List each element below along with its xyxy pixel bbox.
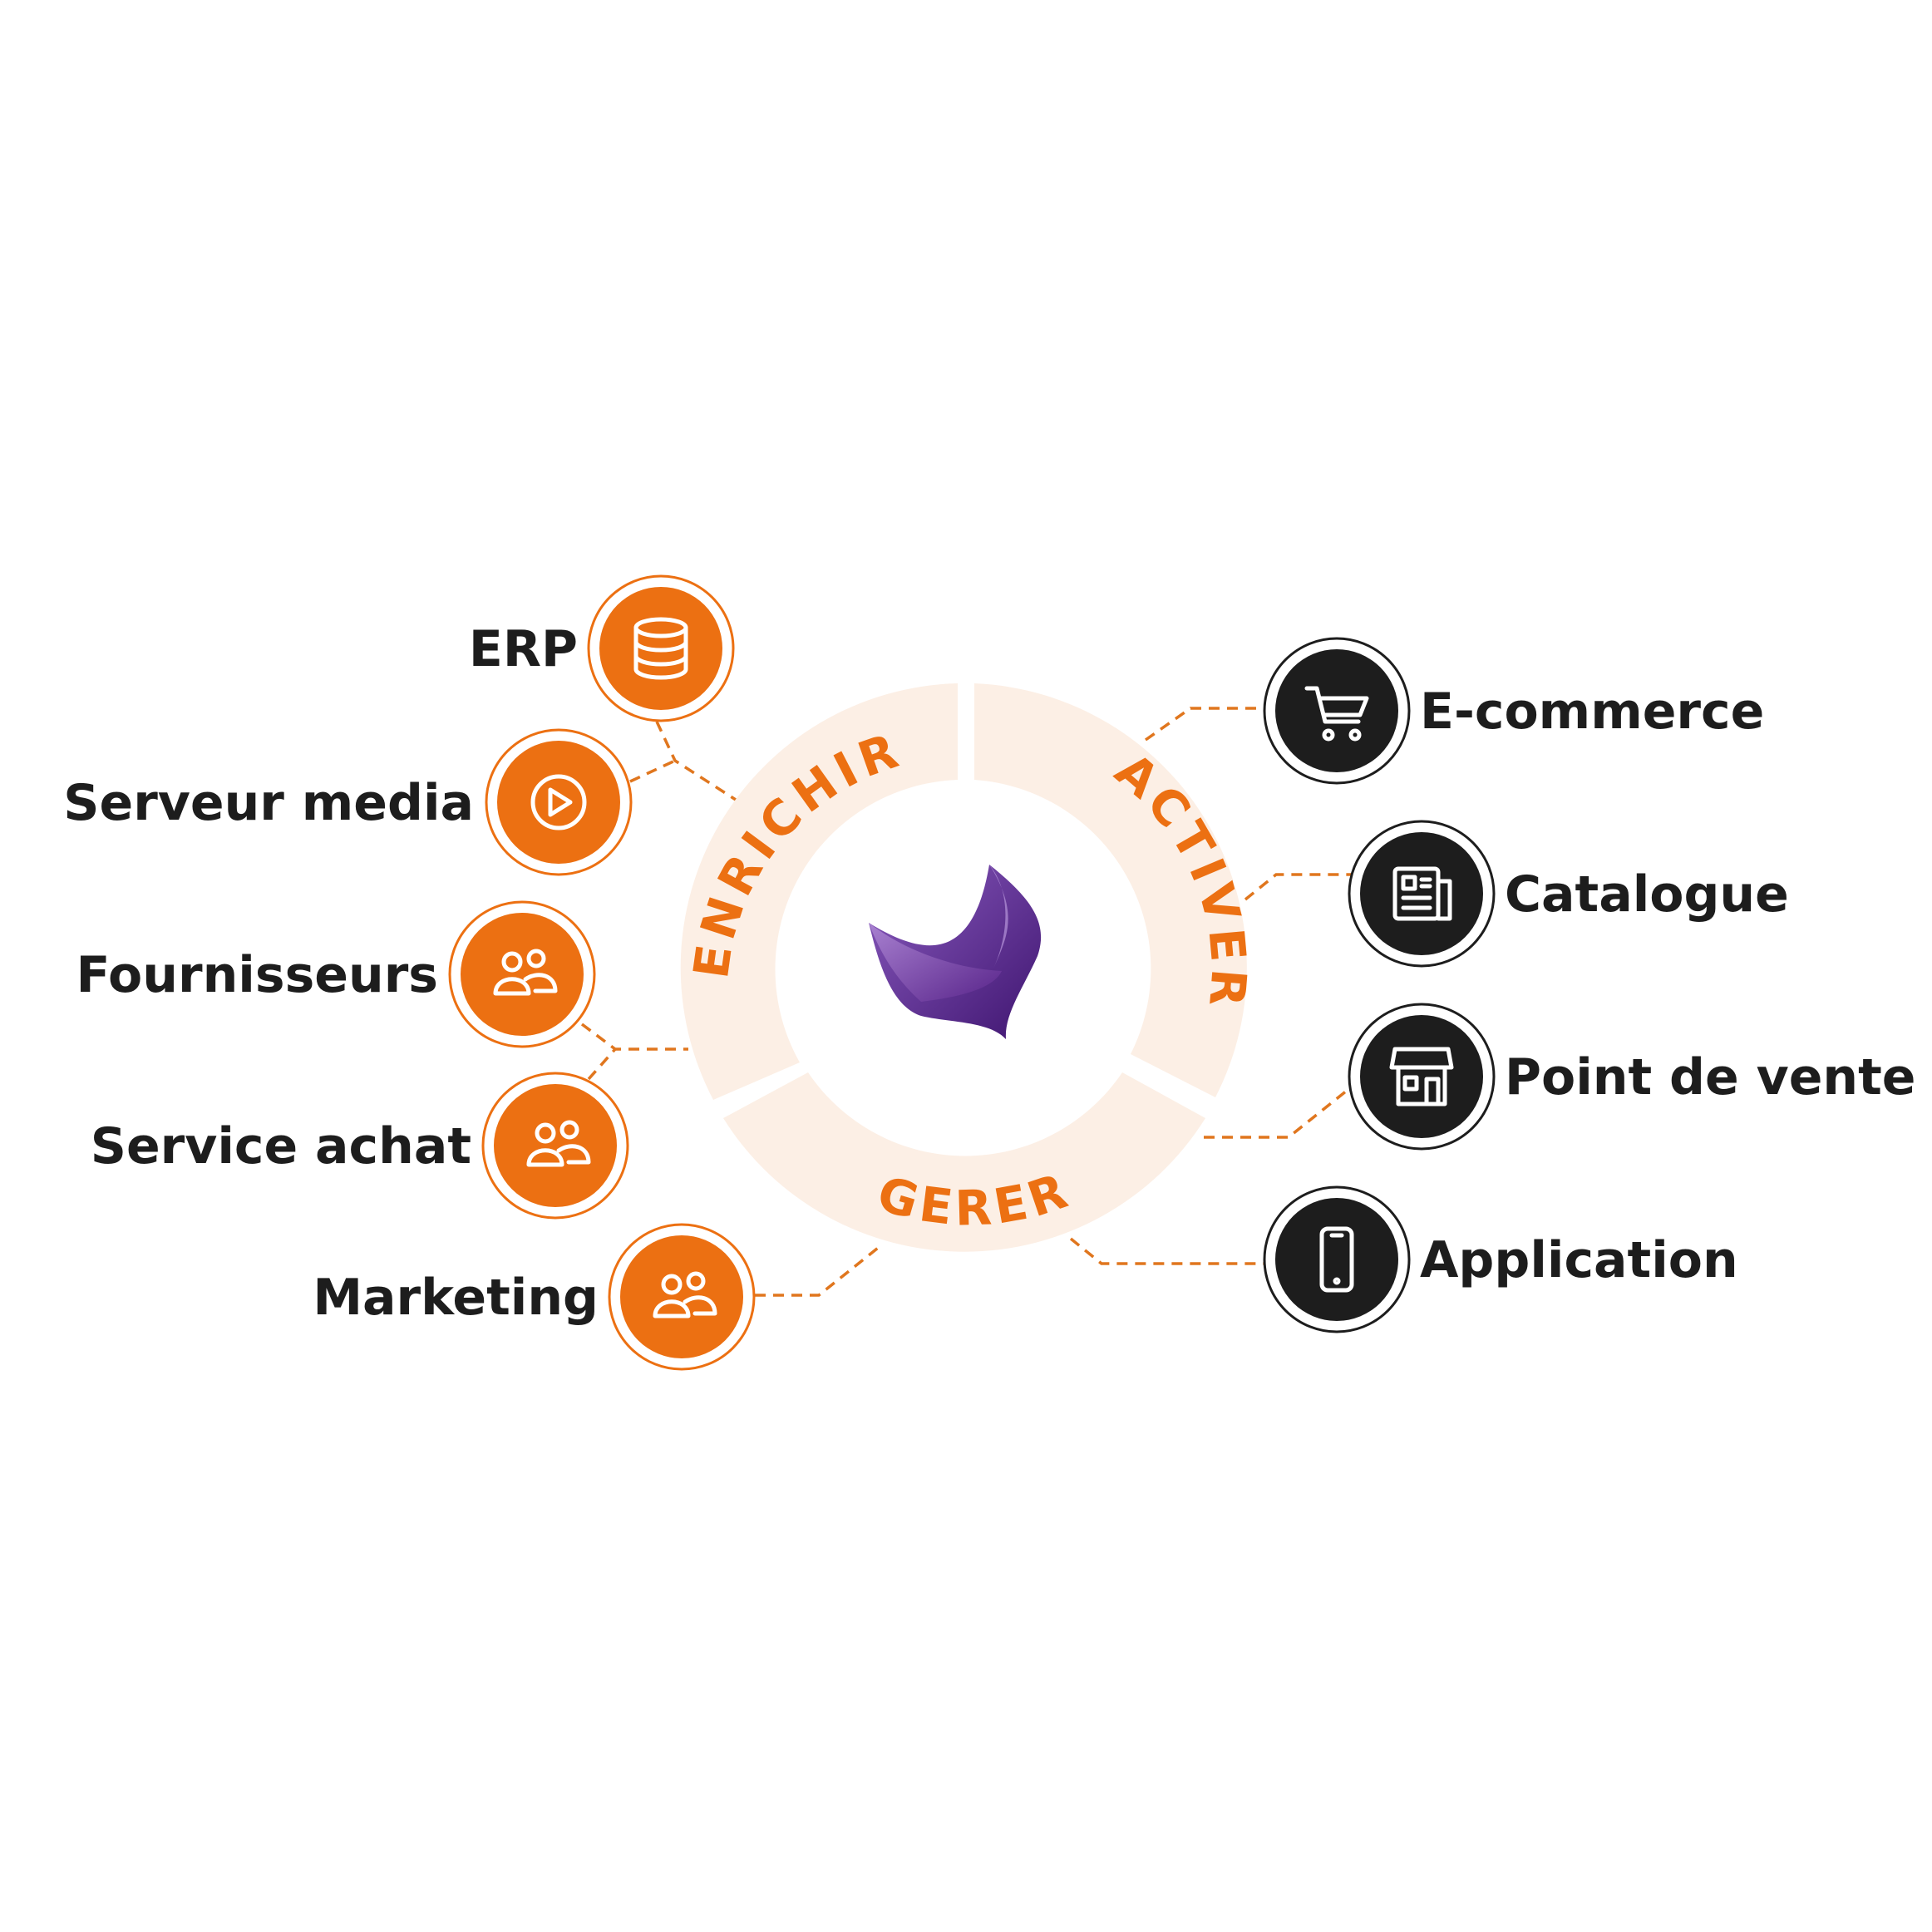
- cart-icon: [1304, 686, 1369, 742]
- channel-catalogue[interactable]: Catalogue: [1348, 820, 1789, 968]
- source-fournisseurs[interactable]: Fournisseurs: [76, 900, 596, 1048]
- source-node-disc: [461, 913, 584, 1036]
- channel-node-ring: [1263, 1185, 1411, 1333]
- connector-serveur-media: [629, 759, 676, 783]
- connector-application: [1069, 1237, 1265, 1265]
- channel-node-ring: [1263, 637, 1411, 785]
- channel-node-disc: [1360, 832, 1483, 955]
- source-service-achat[interactable]: Service achat: [91, 1072, 629, 1220]
- connector-e-commerce: [1144, 707, 1265, 742]
- source-node-disc: [494, 1084, 617, 1207]
- play-icon: [530, 774, 587, 830]
- store-icon: [1389, 1047, 1454, 1106]
- channel-label: Application: [1420, 1231, 1738, 1289]
- connector-erp: [655, 721, 737, 801]
- channel-label: E-commerce: [1420, 683, 1764, 741]
- source-node-disc: [620, 1235, 743, 1358]
- source-node-ring: [608, 1223, 756, 1371]
- connector-lines: [580, 707, 1353, 1297]
- users-icon: [526, 1120, 591, 1167]
- source-serveur-media[interactable]: Serveur media: [63, 728, 633, 876]
- connector-catalogue: [1244, 873, 1351, 901]
- source-erp[interactable]: ERP: [469, 574, 735, 722]
- source-label: Fournisseurs: [76, 946, 439, 1004]
- source-node-ring: [485, 728, 633, 876]
- channel-node-disc: [1360, 1015, 1483, 1138]
- ring-segment-gerer: [723, 1072, 1205, 1252]
- channel-node-ring: [1348, 1003, 1496, 1151]
- channel-node-disc: [1275, 1198, 1398, 1321]
- connector-service-achat: [587, 1047, 617, 1081]
- source-node-ring: [448, 900, 596, 1048]
- channel-label: Point de vente: [1505, 1048, 1915, 1106]
- channel-application[interactable]: Application: [1263, 1185, 1738, 1333]
- ring-segment-enrichir: [680, 683, 958, 1100]
- source-node-ring: [587, 574, 735, 722]
- database-icon: [633, 617, 688, 680]
- connector-point-de-vente: [1204, 1086, 1353, 1139]
- source-label: Serveur media: [63, 774, 474, 832]
- ring-segment-activer: [974, 683, 1247, 1097]
- source-label: ERP: [469, 620, 578, 678]
- channel-node-disc: [1275, 649, 1398, 772]
- newspaper-icon: [1392, 866, 1452, 921]
- smartphone-icon: [1319, 1226, 1354, 1293]
- channel-label: Catalogue: [1505, 865, 1789, 924]
- users-icon: [493, 949, 558, 996]
- center-logo: [869, 865, 1042, 1039]
- users-icon: [653, 1271, 717, 1318]
- source-node-ring: [481, 1072, 629, 1220]
- channel-point-de-vente[interactable]: Point de vente: [1348, 1003, 1915, 1151]
- connector-marketing: [755, 1244, 883, 1297]
- channel-node-ring: [1348, 820, 1496, 968]
- source-label: Marketing: [313, 1269, 599, 1327]
- source-label: Service achat: [91, 1117, 471, 1175]
- connector-fournisseurs: [580, 1023, 688, 1051]
- source-marketing[interactable]: Marketing: [313, 1223, 756, 1371]
- source-node-disc: [497, 741, 620, 864]
- channel-e-commerce[interactable]: E-commerce: [1263, 637, 1764, 785]
